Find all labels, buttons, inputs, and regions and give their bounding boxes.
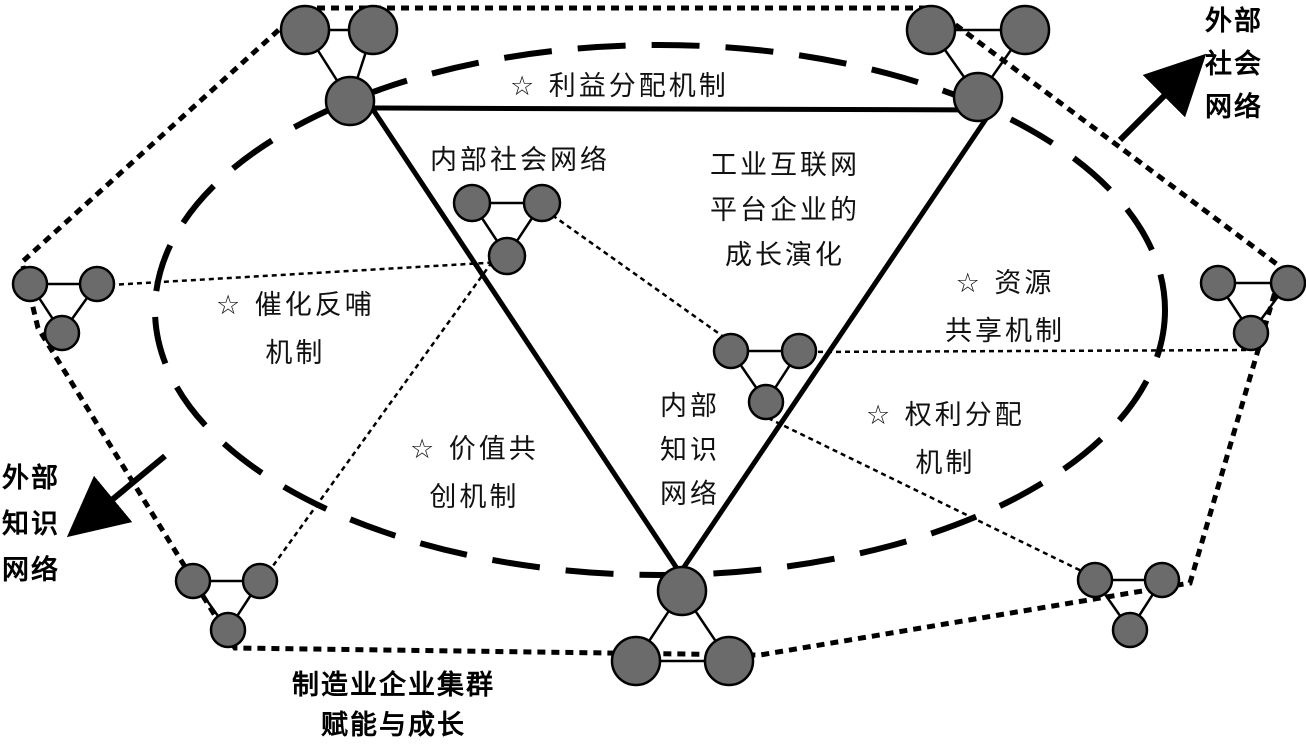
label-cluster-empowerment: 制造业企业集群 赋能与成长: [292, 670, 495, 741]
node: [452, 183, 492, 223]
link-center-to-right: [799, 348, 1251, 354]
node: [209, 611, 247, 649]
label-internal-social-network: 内部社会网络: [430, 145, 610, 176]
dotted-links: [109, 208, 1251, 582]
node: [999, 4, 1051, 56]
inner-ellipse: [152, 42, 1168, 578]
node: [279, 4, 331, 56]
node: [347, 4, 399, 56]
node: [780, 332, 818, 370]
node: [522, 183, 562, 223]
label-rights-mechanism: ☆ 权利分配 机制: [866, 400, 1025, 479]
node-triad-right: [1199, 264, 1306, 352]
node: [1199, 264, 1237, 302]
link-internal-to-center: [544, 208, 729, 342]
node: [1269, 264, 1306, 302]
node: [703, 635, 755, 687]
node: [11, 265, 49, 303]
platform-triangle: [367, 105, 997, 578]
label-external-knowledge-network: 外部 知识 网络: [2, 463, 60, 586]
label-value-mechanism: ☆ 价值共 创机制: [410, 434, 539, 513]
node-triad-internal-knowledge: [712, 332, 818, 421]
node: [174, 562, 212, 600]
node: [78, 265, 116, 303]
node-triad-left: [11, 265, 116, 352]
node: [1111, 611, 1149, 649]
label-platform-growth: 工业互联网 平台企业的 成长演化: [710, 150, 860, 271]
link-left-to-internal: [109, 260, 503, 287]
arrow-external-knowledge: [66, 453, 167, 538]
node: [487, 236, 527, 276]
label-profit-mechanism: ☆ 利益分配机制: [510, 71, 729, 102]
node: [747, 383, 785, 421]
node-triad-bottom-center: [610, 565, 755, 687]
link-center-to-bottom-right: [767, 416, 1101, 582]
node-triad-bottom-right: [1076, 561, 1181, 649]
node-triad-internal-social: [452, 183, 562, 276]
node: [1232, 314, 1270, 352]
node: [610, 635, 662, 687]
node: [324, 75, 376, 127]
label-catalyze-mechanism: ☆ 催化反哺 机制: [216, 290, 375, 369]
label-internal-knowledge-network: 内部 知识 网络: [660, 391, 720, 510]
node: [905, 4, 957, 56]
node: [952, 71, 1004, 123]
node-triad-top-right: [905, 4, 1051, 123]
arrow-external-social: [1117, 53, 1207, 143]
label-external-social-network: 外部 社会 网络: [1205, 6, 1263, 123]
node: [1143, 561, 1181, 599]
node: [241, 562, 279, 600]
link-internal-to-bottom-left: [268, 261, 494, 571]
node: [1076, 561, 1114, 599]
label-resource-mechanism: ☆ 资源 共享机制: [945, 268, 1065, 347]
node-triad-bottom-left: [174, 562, 279, 649]
node: [712, 332, 750, 370]
node: [43, 314, 81, 352]
node: [656, 565, 708, 617]
node-triad-top-left: [279, 4, 399, 127]
